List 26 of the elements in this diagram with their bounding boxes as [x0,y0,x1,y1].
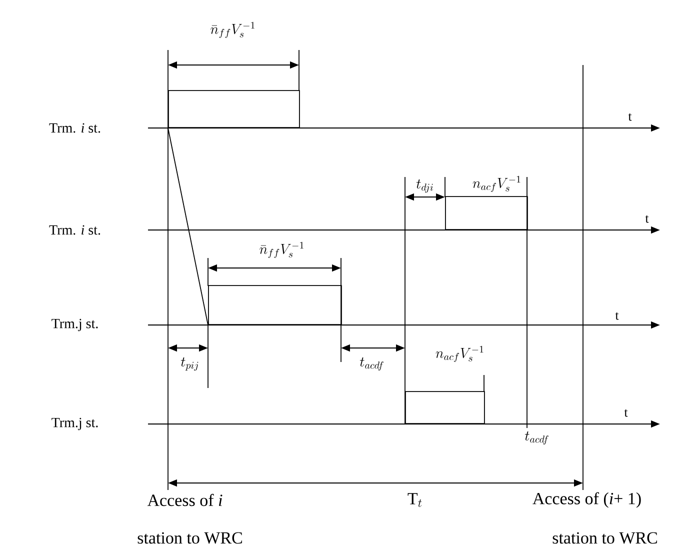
axis-label: t [624,409,628,417]
period-label: $\mathrm{T}_t$ [408,493,422,507]
row-label: Trm. i st. [49,123,100,133]
duration-label: $\bar{n}_{ff}V_s^{-1}$ [260,242,304,258]
duration-label: $\bar{n}_{ff}V_s^{-1}$ [210,22,254,38]
axis-label: t [645,215,649,223]
duration-label: $n_{acf}V_s^{-1}$ [472,176,520,192]
axis-label: t [615,312,619,320]
duration-label: $n_{acf}V_s^{-1}$ [436,346,484,362]
time-label: Access of i [147,494,222,506]
interval-label: $t_{dji}$ [416,179,433,193]
time-label: station to WRC [138,532,242,544]
pulse-box [405,391,485,424]
time-label: Access of (i+ 1) [532,492,641,508]
connector-line [168,128,208,326]
pulse-box [208,285,342,325]
interval-label: $t_{acdf}$ [360,357,384,371]
pulse-box [445,196,528,230]
time-label: station to WRC [552,532,657,544]
pulse-box [168,90,300,128]
row-label: Trm.j st. [52,318,98,332]
interval-label: $t_{acdf}$ [524,431,548,445]
interval-label: $t_{pij}$ [180,357,198,371]
row-label: Trm.j st. [52,418,98,430]
axis-label: t [628,113,632,121]
row-label: Trm. i st. [49,225,100,235]
